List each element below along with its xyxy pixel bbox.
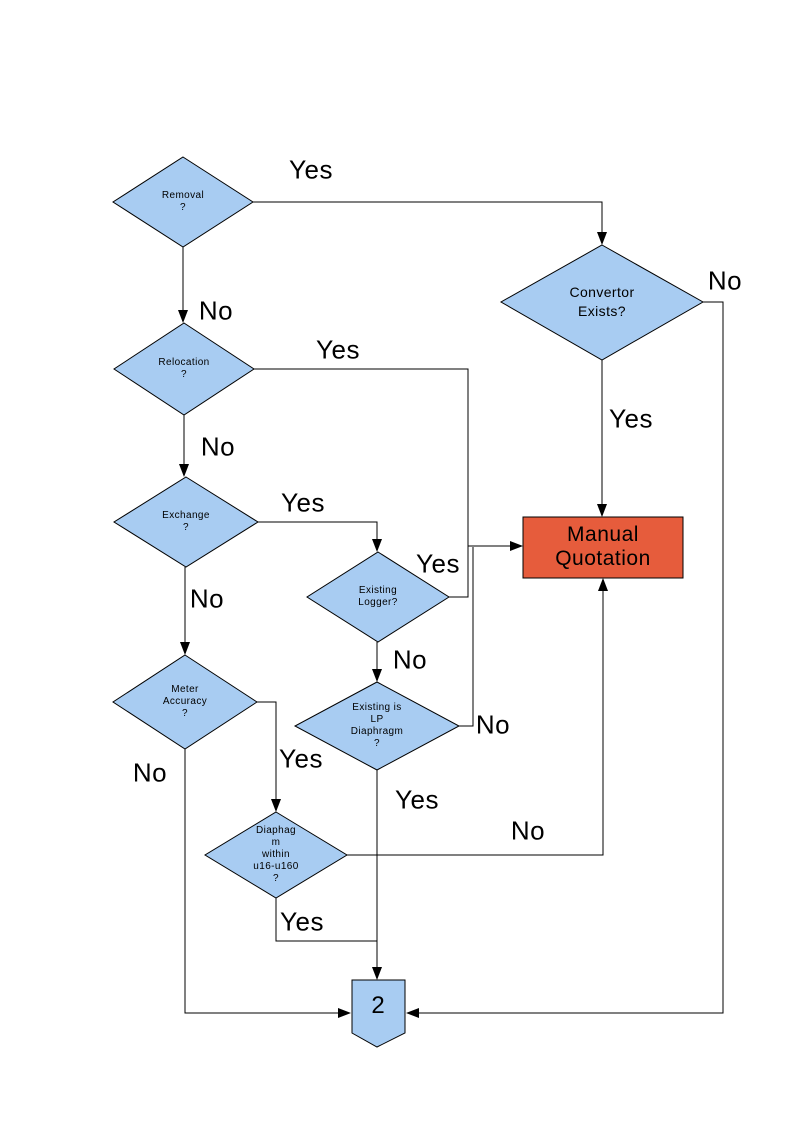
edge-exchange-yes: [258, 521, 378, 544]
edge-label-diaphragm-yes: Yes: [280, 906, 324, 937]
removal-diamond: [112, 156, 254, 248]
node-label-offpage-connector: 2: [371, 992, 385, 1019]
arrowhead-into-diaphragm: [271, 799, 281, 812]
edge-label-relocation-yes: Yes: [316, 334, 360, 365]
edge-removal-yes: [253, 201, 603, 240]
edge-label-convertor-no: No: [707, 265, 743, 296]
edge-meter-accuracy-yes: [257, 701, 277, 805]
arrowhead-into-exchange: [179, 464, 189, 477]
arrowhead-into-manual-top: [597, 504, 607, 517]
manual-quotation-box: [522, 516, 684, 579]
edge-label-convertor-yes: Yes: [609, 403, 653, 434]
edge-label-logger-yes: Yes: [416, 548, 460, 579]
edge-relocation-yes: [254, 368, 469, 546]
edge-diaphragm-yes: [275, 898, 377, 942]
diaphragm-within-range-diamond: [204, 811, 348, 899]
edge-label-lp-diaphragm-no: No: [475, 709, 511, 740]
edge-label-meter-accuracy-yes: Yes: [279, 743, 323, 774]
edge-lp-diaphragm-no: [459, 547, 474, 727]
node-label-meter-accuracy: Meter Accuracy ?: [162, 684, 208, 719]
edge-label-exchange-no: No: [189, 583, 225, 614]
node-label-relocation: Relocation ?: [158, 357, 210, 380]
edge-label-logger-no: No: [392, 644, 428, 675]
node-label-diaphragm-within-range: Diaphag m within u16-u160 ?: [253, 825, 299, 884]
arrowhead-into-convertor: [597, 232, 607, 245]
node-label-manual-quotation: Manual Quotation: [555, 522, 651, 570]
arrowhead-into-meter-accuracy: [180, 642, 190, 655]
edge-logger-yes: [449, 546, 469, 598]
exchange-diamond: [113, 476, 259, 568]
node-label-existing-logger: Existing Logger?: [358, 585, 398, 608]
arrowhead-into-connector-top: [372, 967, 382, 980]
edge-diaphragm-no: [347, 586, 604, 856]
arrowhead-into-connector-right: [406, 1008, 419, 1018]
edge-meter-accuracy-no: [184, 749, 344, 1014]
arrowhead-into-manual-bottom: [598, 578, 608, 591]
meter-accuracy-diamond: [112, 654, 258, 750]
node-label-existing-lp-diaphragm: Existing is LP Diaphragm ?: [350, 702, 404, 749]
arrowhead-into-manual-left: [510, 541, 523, 551]
arrowhead-into-logger: [372, 539, 382, 552]
node-label-convertor-exists: Convertor Exists?: [569, 284, 635, 319]
relocation-diamond: [113, 322, 255, 416]
edge-convertor-no: [413, 301, 724, 1014]
edge-label-removal-no: No: [198, 295, 234, 326]
edge-label-exchange-yes: Yes: [281, 487, 325, 518]
existing-lp-diaphragm-diamond: [293, 681, 461, 771]
arrowhead-into-lp-diaphragm: [372, 669, 382, 682]
node-label-exchange: Exchange ?: [162, 510, 210, 533]
convertor-exists-diamond: [499, 244, 705, 361]
edge-label-relocation-no: No: [200, 431, 236, 462]
arrowhead-into-relocation: [178, 310, 188, 323]
offpage-connector-shape: [351, 979, 406, 1048]
edge-label-lp-diaphragm-yes: Yes: [395, 784, 439, 815]
edge-label-diaphragm-no: No: [510, 815, 546, 846]
existing-logger-diamond: [306, 551, 450, 643]
edge-label-meter-accuracy-no: No: [132, 757, 168, 788]
node-label-removal: Removal ?: [161, 190, 205, 213]
edge-label-removal-yes: Yes: [289, 154, 333, 185]
arrowhead-into-connector-left: [338, 1008, 351, 1018]
